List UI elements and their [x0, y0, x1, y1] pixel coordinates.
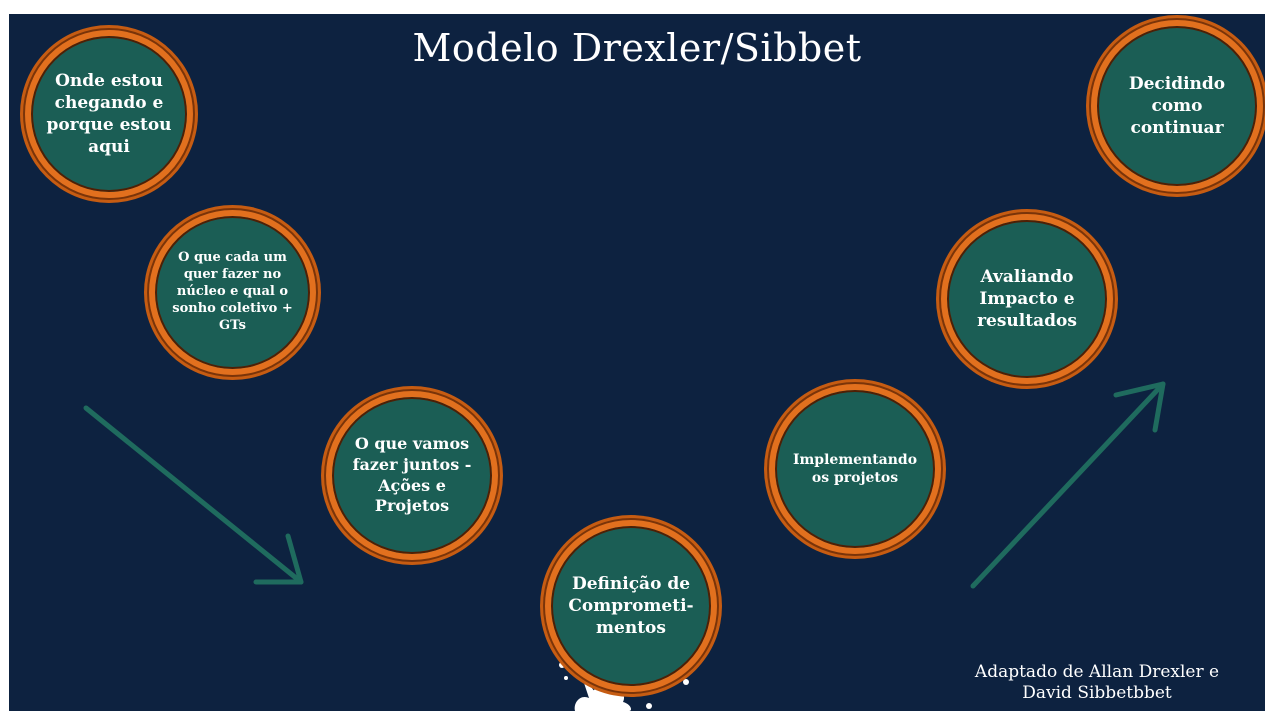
arrows-layer [83, 381, 1166, 711]
attribution-text: Adaptado de Allan Drexler e David Sibbet… [929, 662, 1265, 705]
splash-icon [559, 662, 689, 711]
stage-circle-arriving: Onde estou chegando e porque estou aqui [25, 30, 193, 198]
stage-label: Implementando os projetos [792, 451, 918, 486]
stage-circle-joint-actions: O que vamos fazer juntos - Ações e Proje… [326, 391, 498, 560]
stage-label: Definição de Comprometi- mentos [568, 573, 694, 639]
stage-circle-evaluating: Avaliando Impacto e resultados [941, 214, 1113, 384]
diagram-title: Modelo Drexler/Sibbet [412, 26, 862, 70]
arrow-up-right-icon [970, 381, 1166, 589]
diagram-canvas: Modelo Drexler/Sibbet Onde estou chegand… [9, 14, 1265, 711]
stage-label: O que cada um quer fazer no núcleo e qua… [172, 250, 293, 333]
attribution-line-1: Adaptado de Allan Drexler e [974, 662, 1220, 682]
stage-label: Avaliando Impacto e resultados [977, 266, 1077, 332]
stage-circle-implementing: Implementando os projetos [769, 384, 941, 554]
stage-label: Decidindo como continuar [1128, 73, 1226, 139]
stage-circle-deciding: Decidindo como continuar [1091, 20, 1263, 192]
arrow-down-right-icon [83, 405, 304, 585]
stage-label: Onde estou chegando e porque estou aqui [46, 70, 172, 158]
stage-circle-individual-goals: O que cada um quer fazer no núcleo e qua… [149, 210, 316, 375]
stage-circle-commitments: Definição de Comprometi- mentos [545, 520, 717, 692]
attribution-line-2: David Sibbetbbet [1022, 683, 1172, 704]
stage-label: O que vamos fazer juntos - Ações e Proje… [352, 433, 472, 516]
